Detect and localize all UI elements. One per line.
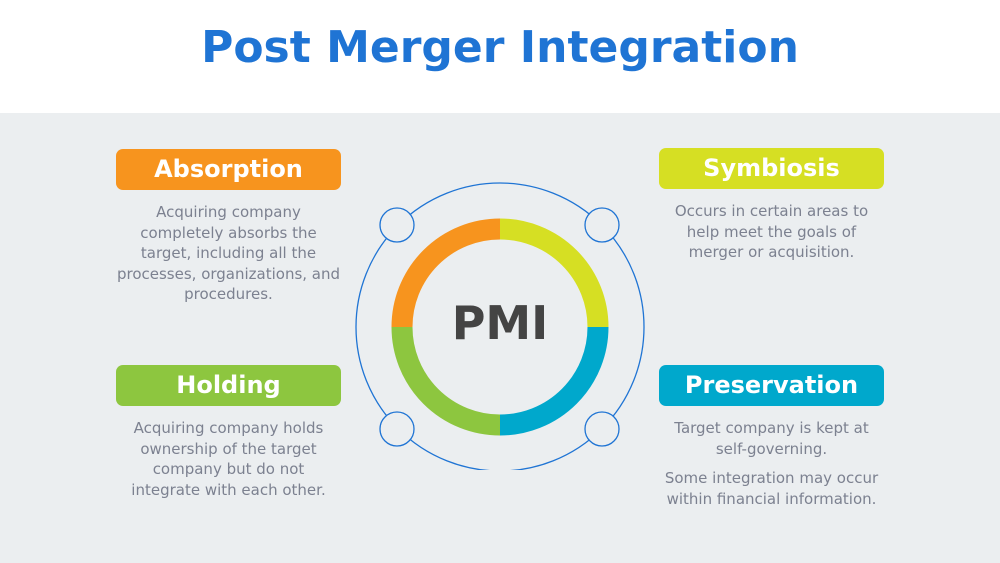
- cycle-ring-graphic: [355, 182, 645, 472]
- label-holding: Holding: [116, 365, 341, 406]
- page-title: Post Merger Integration: [201, 22, 799, 73]
- node-circle-top-left: [379, 207, 415, 243]
- segment-absorption: [391, 218, 501, 328]
- description-symbiosis: Occurs in certain areas to help meet the…: [659, 201, 884, 263]
- description-text: Acquiring company holds ownership of the…: [131, 419, 326, 499]
- label-symbiosis: Symbiosis: [659, 148, 884, 189]
- pmi-cycle-diagram: PMI: [340, 180, 660, 472]
- segment-holding: [391, 326, 501, 436]
- segment-symbiosis: [499, 218, 609, 328]
- node-circle-top-right: [584, 207, 620, 243]
- description-text: Target company is kept at self-governing…: [674, 419, 869, 458]
- node-circle-bottom-right: [584, 411, 620, 447]
- card-holding: Holding Acquiring company holds ownershi…: [116, 365, 341, 500]
- description-text: Acquiring company completely absorbs the…: [116, 203, 341, 303]
- label-preservation: Preservation: [659, 365, 884, 406]
- center-label: PMI: [451, 296, 549, 350]
- description-text: Occurs in certain areas to help meet the…: [674, 202, 869, 261]
- card-symbiosis: Symbiosis Occurs in certain areas to hel…: [659, 148, 884, 263]
- node-circle-bottom-left: [379, 411, 415, 447]
- label-absorption: Absorption: [116, 149, 341, 190]
- segment-preservation: [499, 326, 609, 436]
- description-preservation: Target company is kept at self-governing…: [659, 418, 884, 509]
- card-preservation: Preservation Target company is kept at s…: [659, 365, 884, 509]
- description-holding: Acquiring company holds ownership of the…: [116, 418, 341, 500]
- description-absorption: Acquiring company completely absorbs the…: [116, 202, 341, 305]
- description-text: Some integration may occur within financ…: [664, 469, 879, 508]
- card-absorption: Absorption Acquiring company completely …: [116, 149, 341, 305]
